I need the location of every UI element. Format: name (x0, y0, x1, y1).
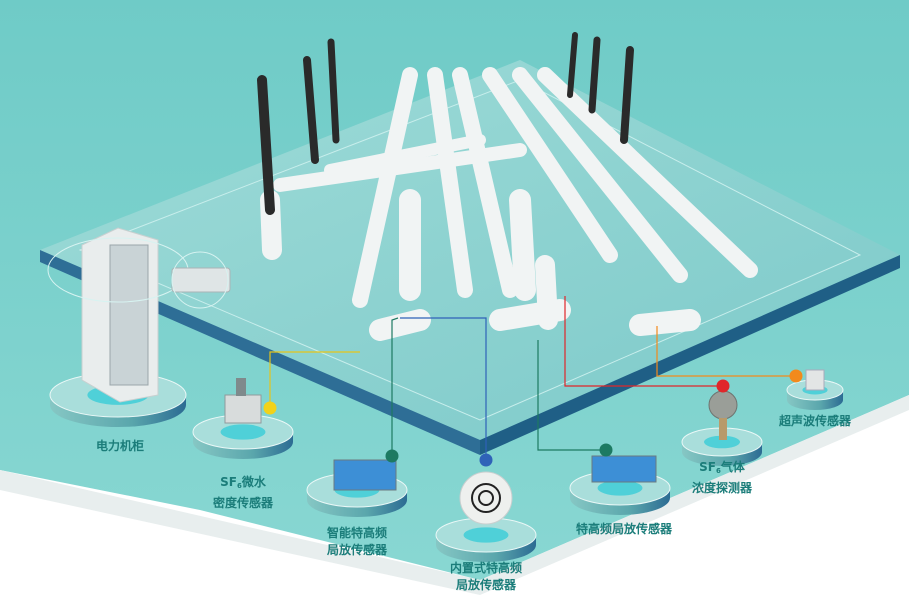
smart-uhf-sensor-image (333, 459, 397, 491)
pedestal-builtin-uhf (435, 517, 537, 562)
sensor-devices (224, 369, 825, 525)
ultrasonic-sensor-image (805, 369, 825, 391)
builtin-uhf-sensor-image (459, 471, 513, 525)
label-sf6-gas: SF6气体浓度探测器 (691, 460, 753, 495)
label-builtin-uhf: 内置式特高频局放传感器 (449, 561, 523, 592)
white-corner (0, 395, 909, 611)
label-uhf: 特高频局放传感器 (575, 522, 673, 536)
connector-lines (269, 296, 796, 460)
dot-sf6-gas (716, 379, 730, 393)
dot-smart-uhf (385, 449, 399, 463)
pedestal-sf6-moisture (192, 414, 294, 459)
power-cabinet-image (47, 227, 231, 403)
label-cabinet: 电力机柜 (95, 439, 145, 453)
dot-ultrasonic (789, 369, 803, 383)
dot-uhf (599, 443, 613, 457)
uhf-sensor-image (591, 455, 657, 483)
label-smart-uhf: 智能特高频局放传感器 (326, 526, 388, 557)
sf6-moisture-sensor-image (224, 394, 262, 424)
pedestal-sf6-gas (681, 427, 763, 466)
sf6-gas-detector-image (708, 390, 738, 420)
dot-builtin-uhf (479, 453, 493, 467)
label-ultrasonic: 超声波传感器 (778, 414, 852, 428)
bushings (257, 32, 634, 215)
sensor-dots (263, 369, 803, 467)
dot-sf6-moisture (263, 401, 277, 415)
label-sf6-moisture: SF6微水密度传感器 (212, 475, 274, 510)
